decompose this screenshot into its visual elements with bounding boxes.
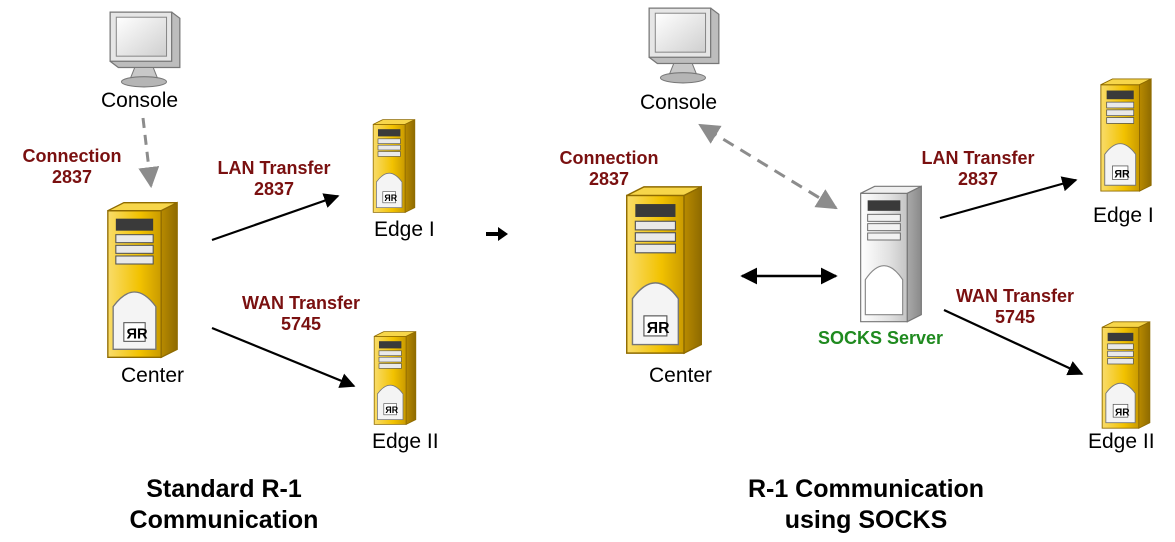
left-console-connection-arrow — [138, 117, 160, 189]
socks-server-label: SOCKS Server — [818, 328, 944, 348]
left-wan-transfer-arrow — [211, 326, 356, 388]
left-console-label: Console — [101, 89, 179, 112]
right-lan-transfer-arrow — [939, 176, 1078, 220]
right-center-server-icon — [625, 185, 703, 355]
right-wan-transfer-arrow — [943, 309, 1084, 376]
right-console-monitor-icon — [648, 7, 720, 84]
right-console-socks-arrow — [698, 123, 838, 210]
left-edge1-label: Edge I — [374, 218, 435, 241]
left-edge2-server-icon — [373, 331, 417, 425]
left-connection-text: Connection — [22, 146, 122, 166]
right-console-label: Console — [640, 91, 718, 114]
right-lan-text: LAN Transfer — [921, 148, 1035, 168]
left-title-line2: Communication — [129, 506, 319, 534]
socks-server-icon — [859, 185, 923, 323]
left-wan-text: WAN Transfer — [241, 293, 361, 313]
right-connection-port: 2837 — [588, 169, 630, 189]
left-edge2-label: Edge II — [372, 430, 439, 453]
right-connection-text: Connection — [559, 148, 659, 168]
left-center-server-icon — [106, 201, 179, 359]
left-lan-transfer-arrow — [211, 193, 340, 242]
right-connection-label: Connection 2837 — [549, 148, 669, 190]
left-console-monitor-icon — [109, 11, 181, 88]
right-title-line1: R-1 Communication — [747, 475, 985, 503]
left-connection-label: Connection 2837 — [12, 146, 132, 188]
right-edge1-server-icon — [1100, 78, 1152, 192]
right-wan-text: WAN Transfer — [955, 286, 1075, 306]
right-lan-port: 2837 — [957, 169, 999, 189]
left-lan-port: 2837 — [253, 179, 295, 199]
right-edge1-label: Edge I — [1093, 204, 1154, 227]
right-title: R-1 Communication using SOCKS — [706, 474, 1026, 536]
left-edge1-server-icon — [372, 119, 416, 213]
right-title-line2: using SOCKS — [784, 506, 948, 534]
left-wan-port: 5745 — [280, 314, 322, 334]
right-lan-label: LAN Transfer 2837 — [906, 148, 1050, 190]
right-edge2-server-icon — [1101, 321, 1151, 429]
right-wan-label: WAN Transfer 5745 — [940, 286, 1090, 328]
right-wan-port: 5745 — [994, 307, 1036, 327]
left-connection-port: 2837 — [51, 167, 93, 187]
left-title-line1: Standard R-1 — [146, 475, 302, 503]
left-wan-label: WAN Transfer 5745 — [226, 293, 376, 335]
left-center-label: Center — [121, 364, 185, 387]
right-center-label: Center — [649, 364, 713, 387]
left-lan-text: LAN Transfer — [217, 158, 331, 178]
left-title: Standard R-1 Communication — [104, 474, 344, 536]
left-lan-label: LAN Transfer 2837 — [202, 158, 346, 200]
transition-right-arrow-icon — [486, 227, 508, 241]
right-edge2-label: Edge II — [1088, 430, 1155, 453]
